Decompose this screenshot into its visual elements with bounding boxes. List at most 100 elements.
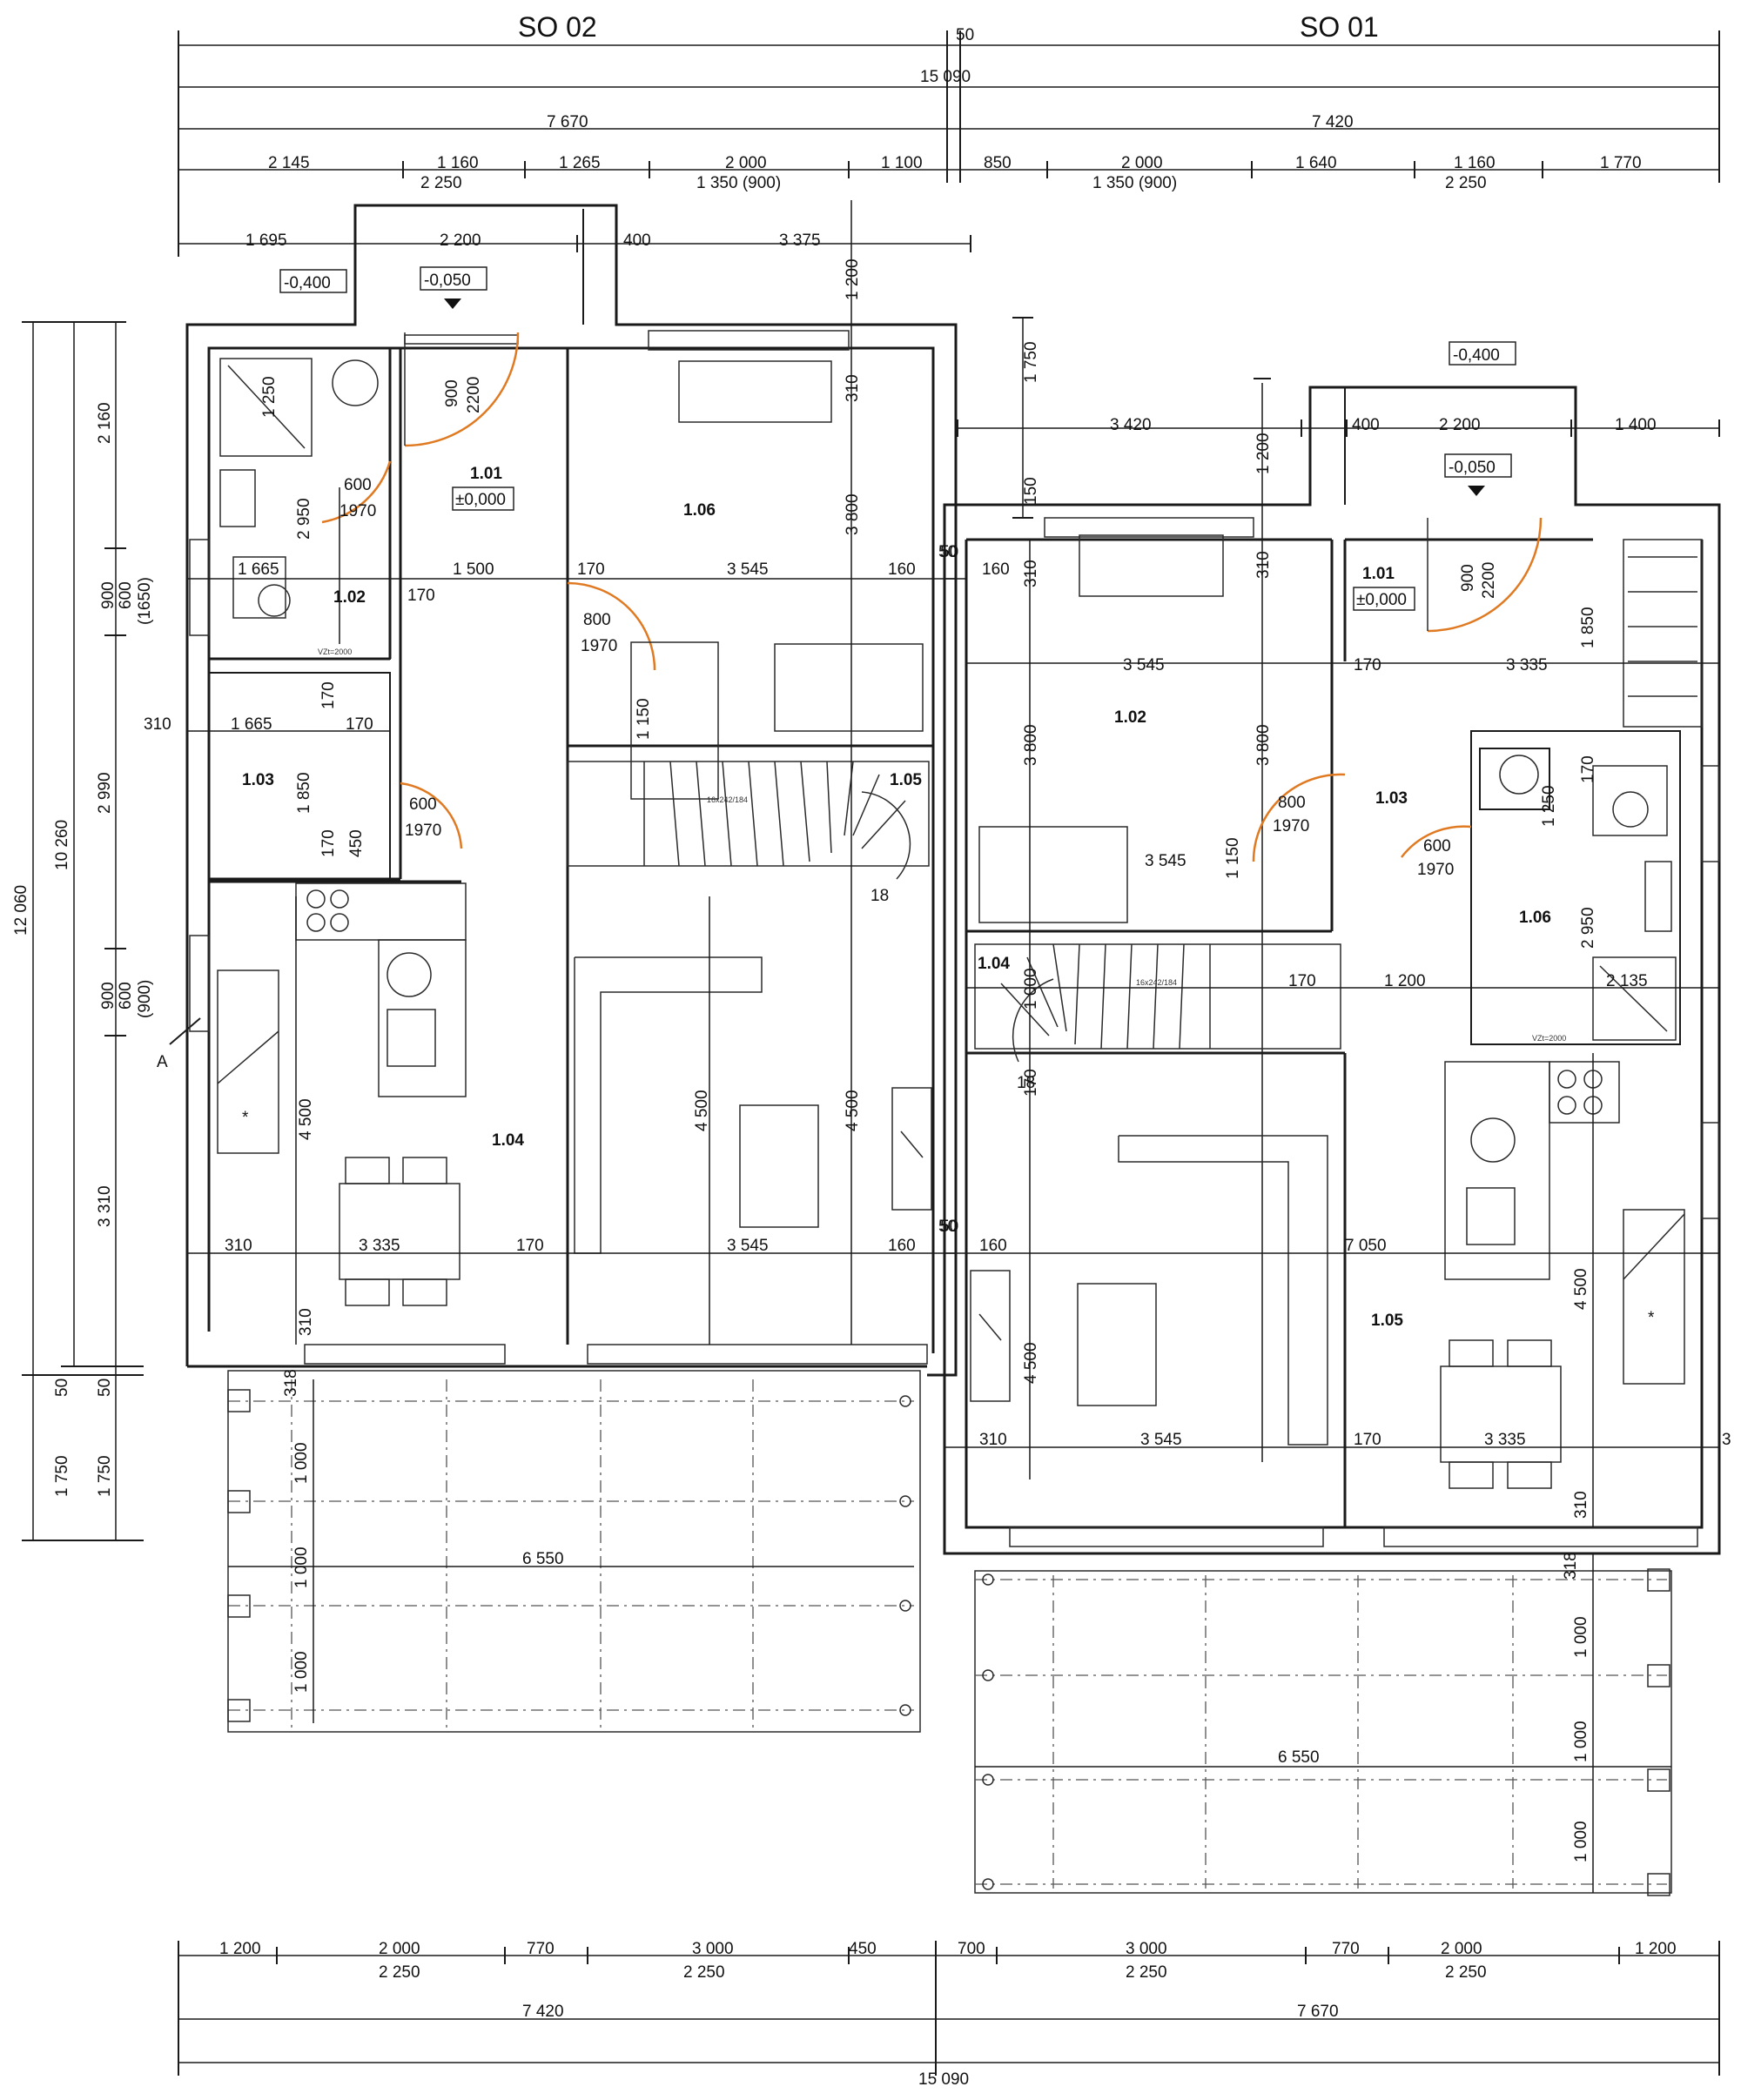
dim-top-row: 2 145 <box>268 154 310 172</box>
dim-bottom-row-sub: 2 250 <box>683 1963 725 1982</box>
level-left-floor: ±0,000 <box>455 491 506 509</box>
dim-room: 160 <box>979 1237 1007 1255</box>
dim-top-row: 1 770 <box>1600 154 1642 172</box>
dim-room: 170 <box>319 829 338 857</box>
dim-room: 1970 <box>405 822 441 840</box>
dim-terrace-span: 1 000 <box>1572 1821 1590 1862</box>
dim-room: 170 <box>516 1237 544 1255</box>
dim-bottom-row: 3 000 <box>1126 1940 1167 1958</box>
room-104-left: 1.04 <box>492 1131 524 1150</box>
dim-entry-left: 2 200 <box>440 231 481 250</box>
dim-entry-left: 1 695 <box>245 231 287 250</box>
dim-vert: 12 060 <box>12 885 30 936</box>
dim-room: 3 545 <box>727 1237 769 1255</box>
fixture-label: VZt=2000 <box>1532 1034 1566 1043</box>
building-so01: 1 750 1 200 -0,400 -0,050 <box>940 317 1731 1896</box>
room-106-right: 1.06 <box>1519 909 1551 927</box>
building-so02: -0,400 -0,050 VZt=2000 <box>144 200 958 1733</box>
dim-room: 310 <box>1572 1491 1590 1519</box>
dim-room: 3 545 <box>1145 852 1186 870</box>
dim-room: 310 <box>979 1431 1007 1449</box>
door-swing <box>400 782 463 849</box>
door-swing <box>1401 825 1472 858</box>
door-swing <box>321 460 392 524</box>
dim-room: 1970 <box>1417 861 1454 879</box>
dim-top-row: 1 160 <box>437 154 479 172</box>
dim-terrace-span: 1 000 <box>292 1651 311 1693</box>
dim-room: 600 <box>344 476 372 494</box>
room-103-right: 1.03 <box>1375 789 1408 808</box>
dim-room: 160 <box>888 560 916 579</box>
dim-room: 2200 <box>1480 562 1498 599</box>
dim-room: 1970 <box>1273 817 1309 835</box>
dim-top-row: 1 640 <box>1295 154 1337 172</box>
dim-room: 900 <box>443 379 461 407</box>
room-106-left: 1.06 <box>683 501 716 520</box>
level-left-entry: -0,050 <box>424 272 471 290</box>
dim-room: 7 050 <box>1345 1237 1387 1255</box>
stair-mark: 18 <box>1017 1074 1035 1092</box>
dim-entry-left: 3 375 <box>779 231 821 250</box>
dim-top-total: 15 090 <box>920 68 971 86</box>
dim-room: 1 665 <box>231 715 272 734</box>
dim-room: 3 335 <box>1484 1431 1526 1449</box>
dim-room: 3 335 <box>359 1237 400 1255</box>
dim-room: 50 <box>938 1218 957 1236</box>
dim-room: 310 <box>297 1308 315 1336</box>
room-102-right: 1.02 <box>1114 708 1146 727</box>
title-so01: SO 01 <box>1300 11 1379 43</box>
dim-bottom-row: 2 000 <box>379 1940 420 1958</box>
dim-terrace-span: 1 000 <box>1572 1616 1590 1658</box>
dim-room: 3 <box>1722 1431 1731 1449</box>
dim-room: 150 <box>1022 477 1040 505</box>
dim-bottom-row-sub: 2 250 <box>1126 1963 1167 1982</box>
dim-room: 310 <box>225 1237 252 1255</box>
dim-top-row-sub: 1 350 (900) <box>696 174 781 192</box>
dim-top-row: 1 100 <box>881 154 923 172</box>
dim-room: 170 <box>1354 1431 1381 1449</box>
dim-room: 3 800 <box>844 493 862 535</box>
dim-entry-right: 1 400 <box>1615 416 1657 434</box>
dim-room: 1 850 <box>295 772 313 814</box>
dim-room: 4 500 <box>844 1090 862 1131</box>
dim-room: 2200 <box>465 377 483 413</box>
dim-room: 50 <box>938 543 957 561</box>
stair-label: 16x242/184 <box>1136 978 1177 987</box>
entry-arrow-icon <box>1468 486 1485 496</box>
dim-vert: 3 310 <box>96 1185 114 1227</box>
dim-vert: 2 160 <box>96 402 114 444</box>
dim-top-right-total: 7 420 <box>1312 113 1354 131</box>
dim-vert-right: 1 750 <box>1022 341 1040 383</box>
level-right-outer: -0,400 <box>1453 346 1500 365</box>
dim-top-row: 850 <box>984 154 1012 172</box>
dim-room: 800 <box>583 611 611 629</box>
dim-room: 160 <box>888 1237 916 1255</box>
dim-room: 170 <box>1354 656 1381 674</box>
dim-top-row: 1 160 <box>1454 154 1496 172</box>
dim-entry-right: 2 200 <box>1439 416 1481 434</box>
dim-room: 1 250 <box>1540 785 1558 827</box>
dim-terrace: 6 550 <box>522 1550 564 1568</box>
dim-room: 310 <box>844 374 862 402</box>
room-105-left: 1.05 <box>890 771 922 789</box>
dim-room: 4 500 <box>1022 1342 1040 1384</box>
dim-entry-right: 3 420 <box>1110 416 1152 434</box>
dim-room: 800 <box>1278 794 1306 812</box>
terrace-right: 6 550 318 1 000 1 000 1 000 <box>974 1552 1672 1896</box>
dim-room: 4 500 <box>297 1098 315 1140</box>
dim-gap: 50 <box>940 543 958 561</box>
dim-entry-left: 400 <box>623 231 651 250</box>
dim-room: 170 <box>407 587 435 605</box>
dim-bottom-right-total: 7 670 <box>1297 2003 1339 2021</box>
dim-vert: (900) <box>136 980 154 1018</box>
dim-room: 170 <box>319 681 338 709</box>
stairs-left: 16x242/184 <box>567 761 930 880</box>
stairs-right: 16x242/184 <box>974 943 1341 1063</box>
dim-room: 170 <box>1288 972 1316 990</box>
dim-vert: 600 <box>117 581 135 609</box>
door-swing <box>1252 773 1346 862</box>
dim-room: 310 <box>1022 560 1040 587</box>
dim-room: 170 <box>346 715 373 734</box>
dim-vert: 50 <box>53 1379 71 1397</box>
